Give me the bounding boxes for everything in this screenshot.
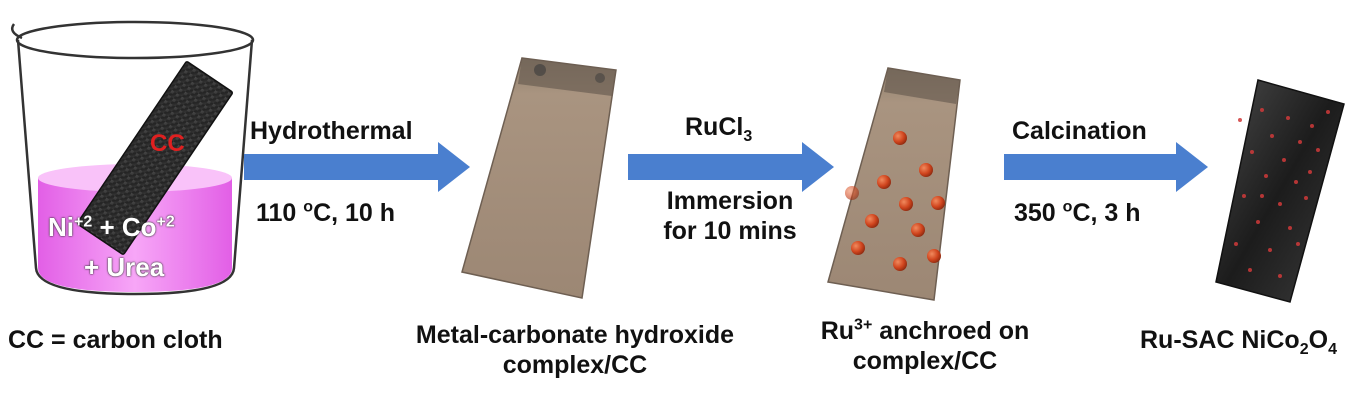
step3-conditions: 350 oC, 3 h [1014, 198, 1141, 227]
caption-cc-definition: CC = carbon cloth [8, 326, 223, 354]
beaker-wall [16, 39, 254, 296]
step3-process: Calcination [1012, 117, 1147, 145]
ru-particles [845, 131, 945, 271]
caption-complex: Metal-carbonate hydroxide complex/CC [415, 321, 735, 379]
single-atom-dots [1234, 108, 1330, 278]
ru-complex-cc-sample [827, 67, 961, 301]
beaker-rim [15, 20, 255, 60]
caption-ru-anchored: Ru3+ anchroed on complex/CC [820, 316, 1030, 375]
cc-tag: CC [150, 130, 185, 157]
ru-sac-sample [1215, 79, 1345, 303]
carbon-cloth-in-beaker [77, 61, 233, 255]
step1-process: Hydrothermal [250, 117, 413, 145]
step2-reagent: RuCl3 [685, 113, 753, 145]
arrow-step1 [244, 142, 470, 192]
solution-reagents-line1: Ni+2 + Co+2 [48, 212, 175, 242]
arrow-step3 [1004, 142, 1208, 192]
complex-cc-sample [461, 57, 617, 299]
solution-reagents-line2: + Urea [84, 252, 165, 282]
step2-conditions: Immersion for 10 mins [663, 187, 797, 245]
arrow-step2 [628, 142, 834, 192]
step1-conditions: 110 oC, 10 h [256, 198, 396, 227]
caption-ru-sac: Ru-SAC NiCo2O4 [1140, 326, 1337, 358]
beaker-spout [11, 23, 23, 40]
